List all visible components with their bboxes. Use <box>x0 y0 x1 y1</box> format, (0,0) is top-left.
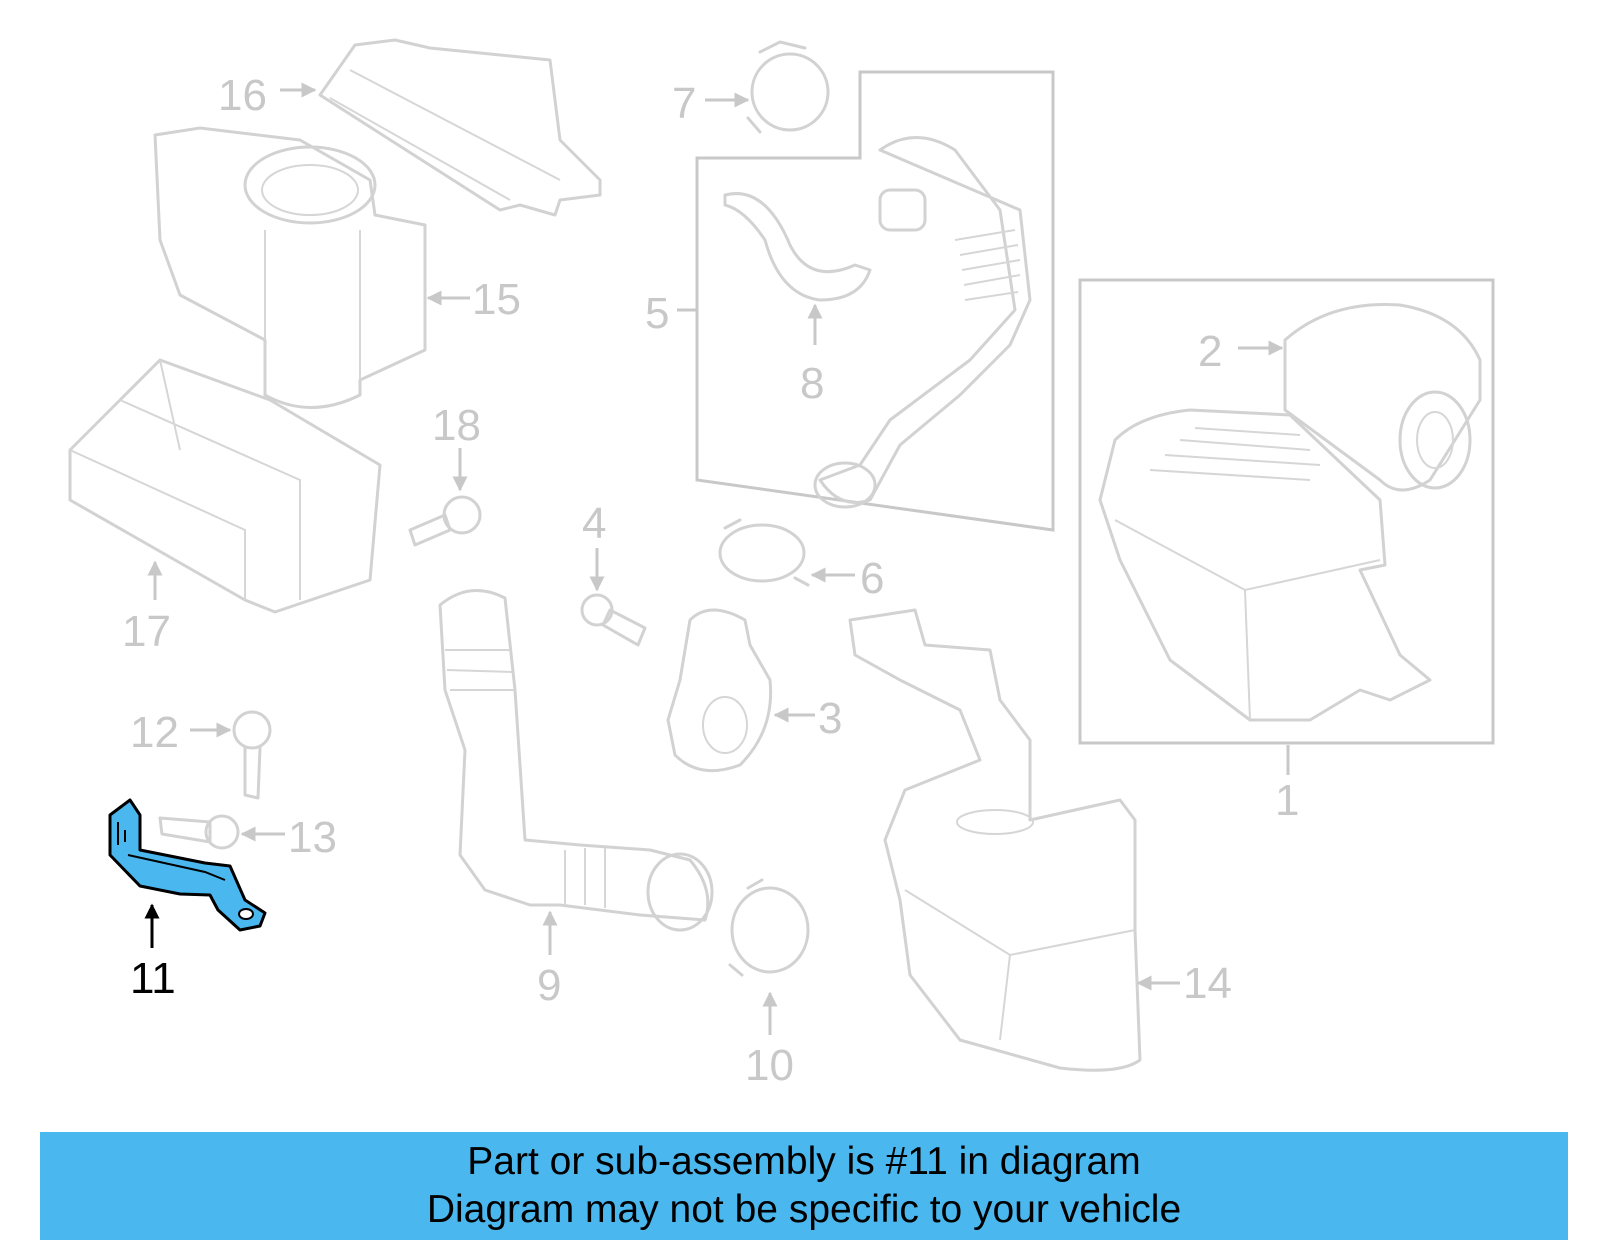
part-2-air-filter <box>1283 302 1482 492</box>
part-1-group-frame <box>1078 278 1495 745</box>
callout-1: 1 <box>1275 776 1299 825</box>
info-banner: Part or sub-assembly is #11 in diagram D… <box>40 1132 1568 1240</box>
banner-line-2: Diagram may not be specific to your vehi… <box>426 1188 1182 1231</box>
callout-6: 6 <box>860 554 884 603</box>
leader-arrows <box>144 82 1290 1035</box>
part-14-resonator <box>848 608 1142 1072</box>
part-5-intake-hose <box>813 136 1032 509</box>
callout-8: 8 <box>800 359 824 408</box>
callout-17: 17 <box>122 607 171 656</box>
callout-14: 14 <box>1183 959 1232 1008</box>
callout-16: 16 <box>218 71 267 120</box>
callout-4: 4 <box>582 499 606 548</box>
callout-5: 5 <box>645 289 669 338</box>
part-1-air-cleaner-assembly <box>1098 408 1432 722</box>
part-6-clamp <box>718 518 810 587</box>
part-16-air-cleaner-lid <box>318 38 602 217</box>
part-12-screw <box>232 710 272 800</box>
callout-10: 10 <box>745 1041 794 1090</box>
callout-9: 9 <box>537 961 561 1010</box>
callout-3: 3 <box>818 694 842 743</box>
part-18-bolt <box>408 495 482 547</box>
banner-line-1: Part or sub-assembly is #11 in diagram <box>467 1140 1141 1183</box>
callout-2: 2 <box>1198 327 1222 376</box>
callout-18: 18 <box>432 401 481 450</box>
part-8-seal-strip <box>723 192 872 302</box>
callout-11: 11 <box>130 954 176 1003</box>
callout-13: 13 <box>288 813 337 862</box>
callout-12: 12 <box>130 708 179 757</box>
callout-15: 15 <box>472 275 521 324</box>
part-15-air-box-housing <box>153 126 427 409</box>
part-7-clamp <box>746 40 830 134</box>
part-11-bracket <box>108 798 267 932</box>
part-3-connector <box>666 608 773 773</box>
callout-7: 7 <box>672 79 696 128</box>
part-10-clamp <box>728 878 810 977</box>
part-4-bolt <box>580 593 647 647</box>
part-5-group-frame <box>695 70 1055 532</box>
part-13-bolt <box>158 814 240 850</box>
part-17-intake-duct <box>68 358 382 614</box>
part-9-intake-pipe <box>438 588 714 932</box>
